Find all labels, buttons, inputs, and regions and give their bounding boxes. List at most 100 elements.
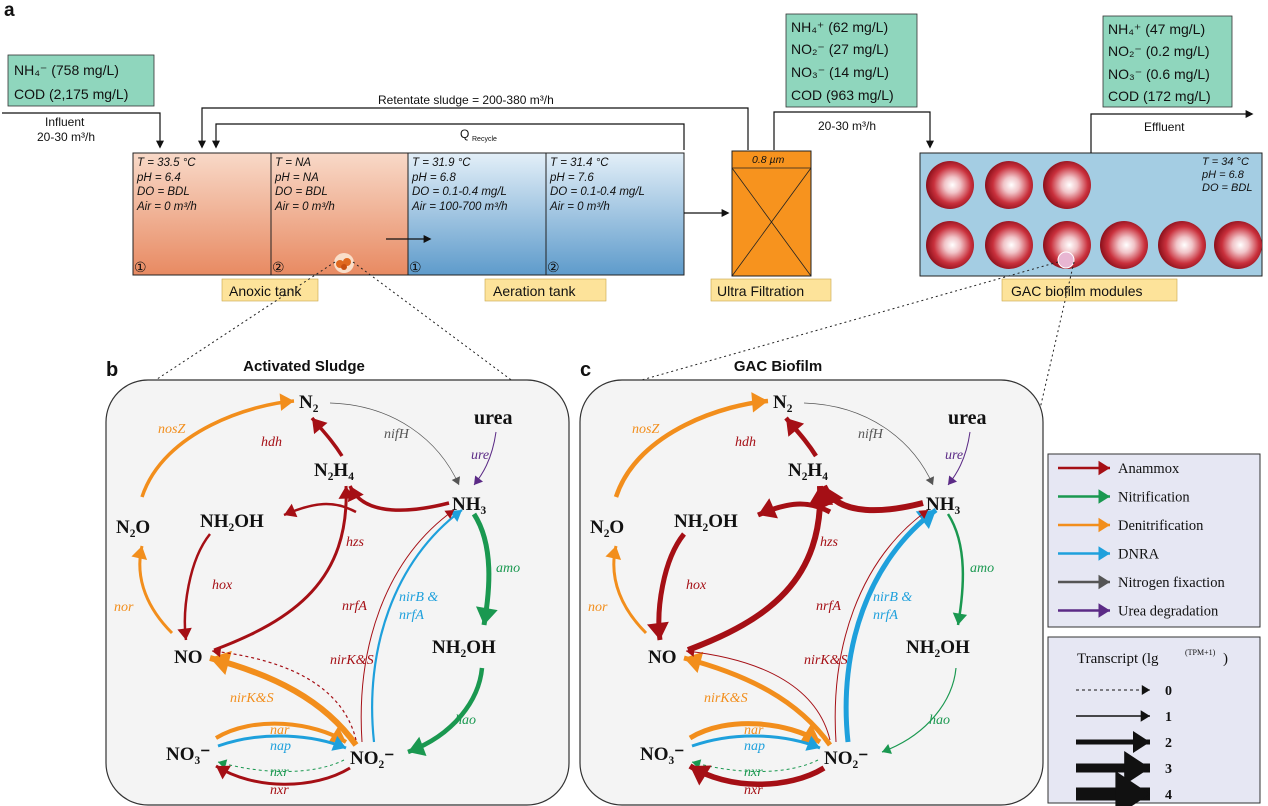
anoxic-label-box [221,278,319,302]
transcript-title: Transcript (lg [1077,651,1159,667]
panel-letter-b: b [106,359,118,381]
legend-arrow [1058,517,1110,533]
gene-nar: nar [744,723,764,738]
condition-line: DO = BDL [275,186,328,198]
legend-label: Nitrogen fixaction [1118,575,1225,591]
compartment-2-conditions: T = NA pH = NA DO = BDL Air = 0 m³/h [274,157,335,213]
effluent-no2: NO₂⁻ (0.2 mg/L) [1108,43,1210,59]
legend-label: Denitrification [1118,518,1204,534]
pathway-legend: AnammoxNitrificationDenitrificationDNRAN… [1047,453,1261,628]
node-no3: NO₃⁻ [166,744,210,765]
effluent-no3: NO₃⁻ (0.6 mg/L) [1108,66,1210,82]
gene-nirKS-anammox: nirK&S [804,653,848,668]
gac-module [985,221,1033,269]
arrow-to-nh2oh [757,498,832,519]
node-n2: N₂ [299,392,319,413]
node-no2: NO₂⁻ [824,748,868,769]
gac-module [926,161,974,209]
arrow-amo [471,512,498,626]
sludge-floc-icon [334,253,354,273]
transcript-level-arrow [1076,771,1150,806]
node-nh2oh-right: NH₂OH [432,637,496,658]
arrow-nirKS-anammox [211,646,357,741]
transcript-level-arrow [1076,685,1150,695]
gene-nap: nap [744,739,765,754]
condition-line: Air = 0 m³/h [274,201,335,213]
condition-line: DO = 0.1-0.4 mg/L [412,186,507,198]
arrow-hox [177,533,211,641]
compartment-3-conditions: T = 31.9 °C pH = 6.8 DO = 0.1-0.4 mg/L A… [411,157,508,213]
gac-module [985,161,1033,209]
uf-effluent-nh4: NH₄⁺ (62 mg/L) [791,19,888,35]
gac-module [1214,221,1262,269]
transcript-level-label: 1 [1165,710,1172,725]
final-effluent-box: NH₄⁺ (47 mg/L) NO₂⁻ (0.2 mg/L) NO₃⁻ (0.6… [1102,15,1233,108]
gene-nrfA-dnra: nrfA [399,608,424,623]
uf-label-box [710,278,832,302]
gac-label-box [1001,278,1178,302]
gene-amo: amo [970,561,994,576]
arrow-nirKS-denitrification [683,651,833,747]
panel-frame [105,379,570,806]
node-no: NO [648,647,677,668]
gac-module [1158,221,1206,269]
arrow-nosZ [140,393,295,498]
gene-hzs: hzs [346,535,364,550]
legend-label: Nitrification [1118,490,1190,506]
arrow-nar [688,721,822,745]
gene-nrfA-dnra: nrfA [873,608,898,623]
gene-ure: ure [471,448,489,463]
transcript-level-arrow [1076,710,1150,722]
effluent-label: Effluent [1144,120,1185,134]
condition-line: T = 34 °C [1202,156,1249,168]
condition-line: pH = 6.4 [136,172,181,184]
panel-title: Activated Sludge [243,358,365,375]
gene-nirKS-denitrification: nirK&S [230,691,274,706]
arrow-nosZ [613,392,769,498]
panel-letter-a: a [4,0,15,21]
node-nh2oh-right: NH₂OH [906,637,970,658]
gene-nxr-anammox: nxr [270,783,289,798]
condition-line: T = NA [275,157,311,169]
uf-effluent-cod: COD (963 mg/L) [791,87,894,103]
compartment-number: ② [547,259,560,275]
arrow-nrfA [834,509,929,743]
arrow-hox [647,532,686,641]
uf-effluent-flow: 20-30 m³/h [818,119,876,133]
gene-hdh: hdh [261,435,282,450]
condition-line: T = 31.9 °C [412,157,471,169]
compartment-number: ② [272,259,285,275]
gene-nap: nap [270,739,291,754]
compartment-1-conditions: T = 33.5 °C pH = 6.4 DO = BDL Air = 0 m³… [136,157,197,213]
condition-line: pH = 7.6 [549,172,594,184]
arrow-nifH [329,402,461,486]
arrow-nap [691,734,821,751]
arrow-ure [947,431,971,486]
gene-amo: amo [496,561,520,576]
condition-line: DO = BDL [1202,182,1252,194]
gene-hdh: hdh [735,435,756,450]
arrow-hdh [784,416,818,458]
gac-module [1100,221,1148,269]
node-no: NO [174,647,203,668]
transcript-level-arrow [1076,731,1150,753]
legend-label: DNRA [1118,547,1160,563]
condition-line: pH = 6.8 [411,172,456,184]
panel-title: GAC Biofilm [734,358,822,375]
gene-nar: nar [270,723,290,738]
gene-nirB: nirB & [399,590,438,605]
recycle-label: Q [460,127,469,141]
transcript-level-label: 4 [1165,788,1172,803]
condition-line: T = 31.4 °C [550,157,609,169]
effluent-arrow [1090,110,1254,153]
gac-label: GAC biofilm modules [1011,283,1143,299]
node-n2o: N₂O [590,517,624,538]
condition-line: DO = 0.1-0.4 mg/L [550,186,645,198]
transcript-level-label: 2 [1165,736,1172,751]
gac-module [926,221,974,269]
arrow-amo [946,513,968,626]
condition-line: pH = 6.8 [1201,169,1245,181]
condition-line: Air = 0 m³/h [549,201,610,213]
